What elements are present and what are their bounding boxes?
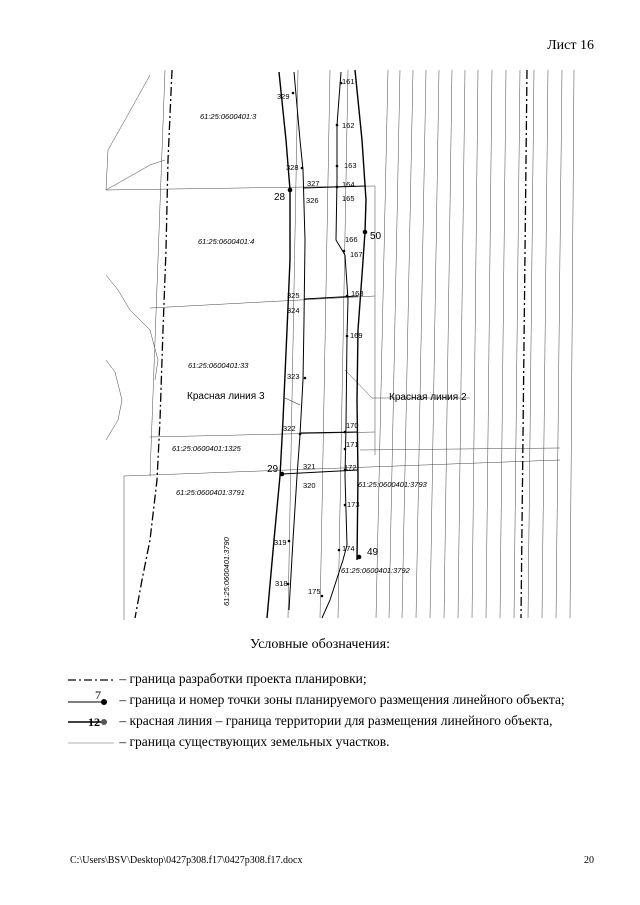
zone-point-label: 29 bbox=[267, 464, 279, 475]
point-label: 166 bbox=[345, 235, 358, 244]
point-markers bbox=[279, 81, 368, 598]
parcel-label: 61:25:0600401:3793 bbox=[358, 480, 428, 489]
parcel-label: 61:25:0600401:1325 bbox=[172, 444, 242, 453]
cadastral-map: 61:25:0600401:3 61:25:0600401:4 61:25:06… bbox=[105, 69, 575, 620]
zone-point-label: 28 bbox=[274, 192, 286, 203]
zone-point-label: 50 bbox=[370, 231, 382, 242]
point-label: 327 bbox=[307, 179, 320, 188]
legend: – граница разработки проекта планировки;… bbox=[66, 668, 565, 752]
planning-boundary bbox=[134, 69, 528, 619]
red-lines bbox=[266, 69, 367, 619]
point-label: 325 bbox=[287, 291, 300, 300]
point-label: 175 bbox=[308, 587, 321, 596]
legend-item-text: – граница разработки проекта планировки; bbox=[119, 671, 367, 686]
red-line-label: Красная линия 2 bbox=[389, 392, 467, 403]
parcel-label: 61:25:0600401:4 bbox=[198, 237, 254, 246]
parcel-boundaries bbox=[105, 69, 575, 620]
point-label: 171 bbox=[346, 440, 359, 449]
legend-item: 7 – граница и номер точки зоны планируем… bbox=[66, 689, 565, 710]
point-label: 318 bbox=[275, 579, 288, 588]
footer-page-number: 20 bbox=[584, 855, 594, 866]
dash-dot-line-icon bbox=[66, 668, 116, 689]
footer-file-path: C:\Users\BSV\Desktop\0427p308.f17\0427p3… bbox=[70, 855, 303, 866]
legend-item: – граница существующих земельных участко… bbox=[66, 731, 565, 752]
parcel-label: 61:25:0600401:3 bbox=[200, 112, 257, 121]
legend-item: – граница разработки проекта планировки; bbox=[66, 668, 565, 689]
legend-item: 12 – красная линия – граница территории … bbox=[66, 710, 565, 731]
point-label: 169 bbox=[350, 331, 363, 340]
point-label: 321 bbox=[303, 462, 316, 471]
parcel-label: 61:25:0600401:3791 bbox=[176, 488, 245, 497]
legend-title: Условные обозначения: bbox=[249, 637, 391, 652]
point-label: 320 bbox=[303, 481, 316, 490]
red-line-label: Красная линия 3 bbox=[187, 391, 265, 402]
zone-boundary bbox=[281, 71, 367, 619]
zone-point-label: 49 bbox=[367, 547, 379, 558]
legend-item-text: – граница и номер точки зоны планируемог… bbox=[119, 692, 565, 707]
zone-boundary-point-icon: 7 bbox=[66, 689, 116, 710]
point-label: 161 bbox=[342, 77, 355, 86]
point-label: 165 bbox=[342, 194, 355, 203]
point-label: 168 bbox=[351, 289, 364, 298]
point-label: 323 bbox=[287, 372, 300, 381]
point-label: 328 bbox=[286, 163, 299, 172]
point-label: 324 bbox=[287, 306, 300, 315]
point-label: 162 bbox=[342, 121, 355, 130]
point-label: 322 bbox=[283, 424, 296, 433]
point-label: 163 bbox=[344, 161, 357, 170]
legend-item-text: – красная линия – граница территории для… bbox=[119, 713, 553, 728]
parcel-label: 61:25:0600401:3792 bbox=[341, 566, 411, 575]
point-label: 173 bbox=[347, 500, 360, 509]
point-label: 167 bbox=[350, 250, 363, 259]
legend-point-number: 7 bbox=[95, 689, 101, 702]
point-label: 174 bbox=[342, 544, 355, 553]
point-label: 329 bbox=[277, 92, 290, 101]
parcel-label: 61:25:0600401:33 bbox=[188, 361, 249, 370]
point-label: 164 bbox=[342, 180, 355, 189]
red-line-icon: 12 bbox=[66, 710, 116, 731]
sheet-label: Лист 16 bbox=[547, 38, 594, 53]
point-label: 170 bbox=[346, 421, 359, 430]
legend-item-text: – граница существующих земельных участко… bbox=[119, 734, 390, 749]
point-label: 172 bbox=[344, 463, 357, 472]
parcel-label: 61:25:0600401:3790 bbox=[222, 536, 231, 606]
point-label: 319 bbox=[274, 538, 287, 547]
thin-line-icon bbox=[66, 731, 116, 752]
point-label: 326 bbox=[306, 196, 319, 205]
legend-point-number: 12 bbox=[88, 715, 100, 729]
